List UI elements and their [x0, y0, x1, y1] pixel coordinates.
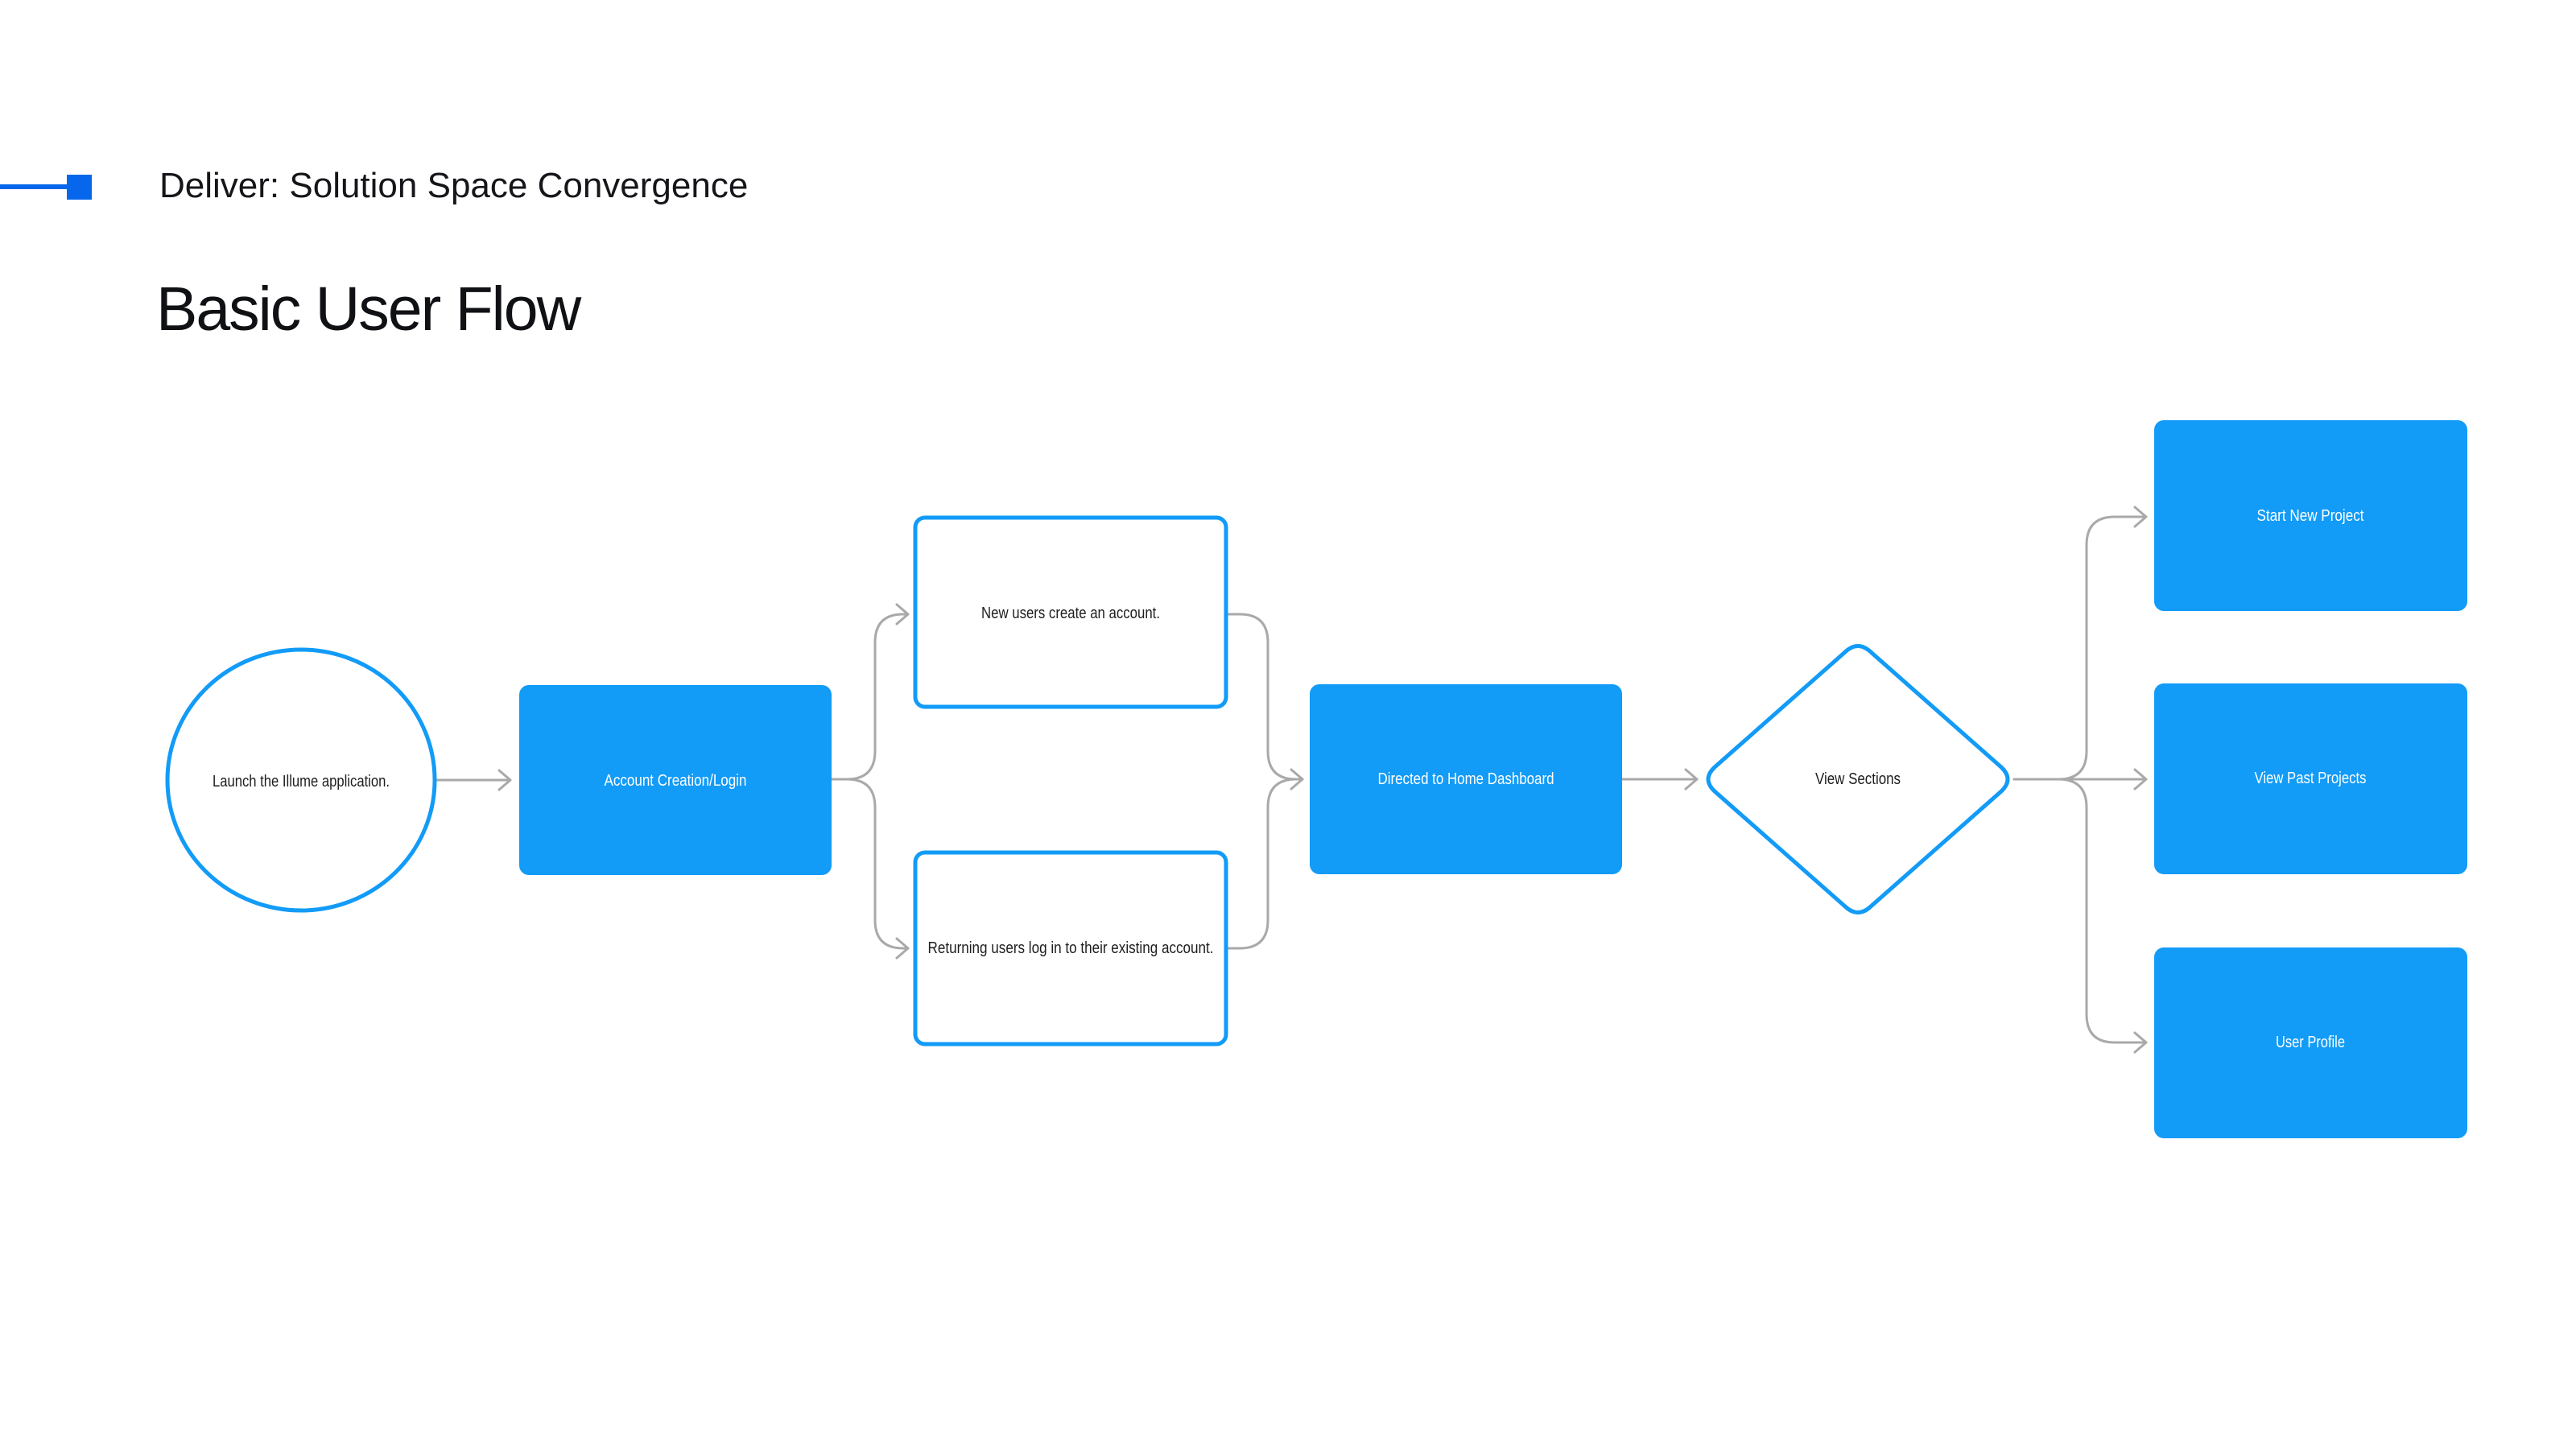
start-new-project-rect[interactable] [2154, 420, 2467, 611]
view-sections-label: View Sections [1815, 770, 1901, 788]
home-dashboard-label: Directed to Home Dashboard [1378, 770, 1554, 788]
view-past-projects-label: View Past Projects [2255, 770, 2367, 787]
new-users-label: New users create an account. [981, 605, 1160, 622]
view-past-projects-rect[interactable] [2154, 683, 2467, 874]
node-account-creation[interactable]: Account Creation/Login [519, 685, 832, 875]
header-accent-square [67, 175, 92, 200]
user-profile-rect[interactable] [2154, 947, 2467, 1138]
node-home-dashboard[interactable]: Directed to Home Dashboard [1310, 684, 1622, 874]
node-view-sections[interactable]: View Sections [1706, 644, 2010, 914]
view-sections-diamond[interactable] [1706, 644, 2010, 914]
account-creation-rect[interactable] [519, 685, 832, 875]
node-new-users[interactable]: New users create an account. [913, 515, 1228, 709]
user-profile-label: User Profile [2276, 1034, 2345, 1051]
launch-label: Launch the Illume application. [213, 773, 390, 791]
returning-users-label: Returning users log in to their existing… [928, 939, 1214, 957]
section-label: Deliver: Solution Space Convergence [159, 166, 749, 205]
header-accent-line [0, 184, 68, 189]
start-new-project-label: Start New Project [2257, 507, 2364, 525]
connector-dashboard-to-view-sections [1620, 768, 1699, 791]
node-start-new-project[interactable]: Start New Project [2154, 420, 2467, 611]
returning-users-rect[interactable] [913, 850, 1228, 1046]
node-launch[interactable]: Launch the Illume application. [165, 647, 437, 913]
new-users-rect[interactable] [913, 515, 1228, 709]
node-returning-users[interactable]: Returning users log in to their existing… [913, 850, 1228, 1046]
home-dashboard-rect[interactable] [1310, 684, 1622, 874]
connector-account-to-returning-users [829, 778, 910, 960]
account-creation-label: Account Creation/Login [605, 772, 747, 790]
connector-view-sections-to-user-profile [2013, 778, 2148, 1054]
connector-view-sections-to-start-new-project [2013, 506, 2148, 781]
node-view-past-projects[interactable]: View Past Projects [2154, 683, 2467, 874]
connector-new-users-to-dashboard [1224, 613, 1304, 791]
connectors [434, 506, 2148, 1054]
page-title: Basic User Flow [156, 275, 581, 344]
node-user-profile[interactable]: User Profile [2154, 947, 2467, 1138]
connector-launch-to-account [434, 769, 512, 791]
launch-circle[interactable] [165, 647, 437, 913]
connector-account-to-new-users [829, 603, 910, 781]
connector-returning-users-to-dashboard [1224, 778, 1304, 950]
